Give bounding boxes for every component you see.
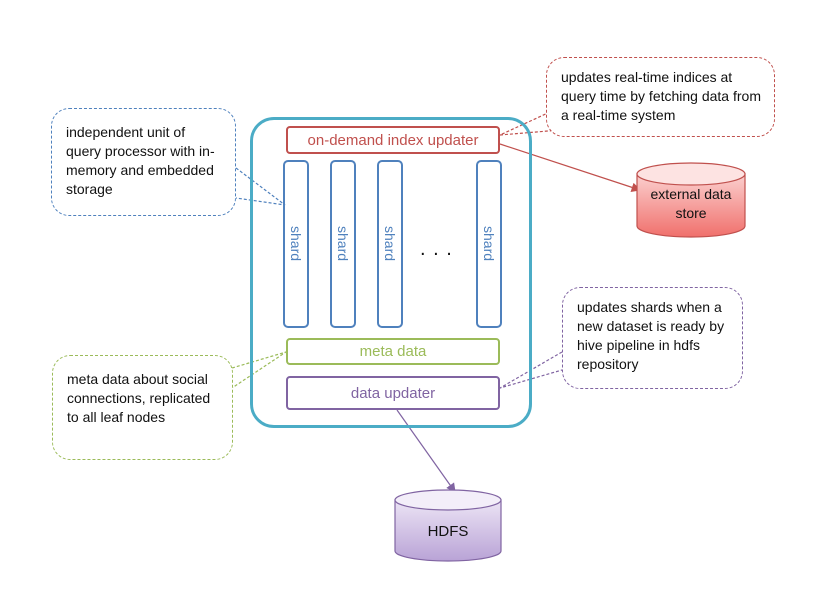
dataset-callout-text: updates shards when a new dataset is rea…: [577, 299, 725, 372]
data-updater-box: data updater: [286, 376, 500, 410]
realtime-callout-pointer: [499, 111, 561, 136]
meta-data-box: meta data: [286, 338, 500, 365]
shard-label: shard: [288, 226, 304, 262]
dataset-callout: updates shards when a new dataset is rea…: [562, 287, 743, 389]
leaf-unit-callout: independent unit of query processor with…: [51, 108, 236, 216]
realtime-callout: updates real-time indices at query time …: [546, 57, 775, 137]
index-updater-box: on-demand index updater: [286, 126, 500, 154]
external-data-store-label: external data store: [650, 186, 732, 221]
metadata-callout: meta data about social connections, repl…: [52, 355, 233, 460]
shard-4: shard: [476, 160, 502, 328]
hdfs-label: HDFS: [427, 523, 469, 540]
data-updater-label: data updater: [350, 384, 436, 402]
realtime-callout-text: updates real-time indices at query time …: [561, 69, 761, 123]
shard-ellipsis: . . .: [420, 238, 453, 260]
external-data-store-cylinder: [636, 162, 746, 238]
shard-2: shard: [330, 160, 356, 328]
shard-label: shard: [382, 226, 398, 262]
leaf-node-container: [250, 117, 532, 428]
shard-label: shard: [335, 226, 351, 262]
arrow-to-external-store: [499, 143, 642, 192]
meta-data-label: meta data: [359, 343, 427, 360]
leaf-unit-callout-text: independent unit of query processor with…: [66, 124, 215, 197]
shard-1: shard: [283, 160, 309, 328]
arrow-to-hdfs: [396, 409, 456, 493]
shard-3: shard: [377, 160, 403, 328]
hdfs-cylinder: [394, 489, 502, 562]
shard-label: shard: [481, 226, 497, 262]
index-updater-label: on-demand index updater: [307, 131, 479, 149]
dataset-callout-pointer: [499, 351, 563, 389]
metadata-callout-text: meta data about social connections, repl…: [67, 371, 211, 425]
